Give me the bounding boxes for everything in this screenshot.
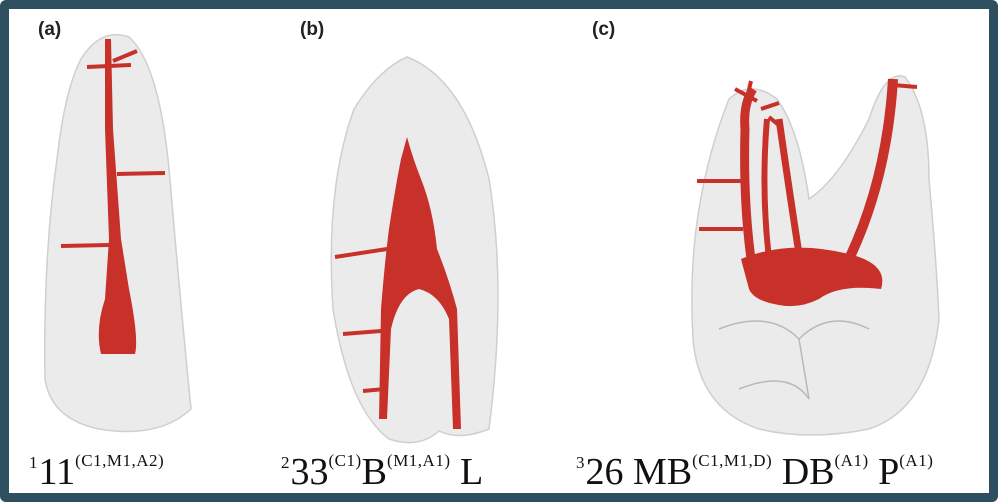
tooth-b <box>331 57 498 443</box>
caption-c: 326 MB(C1,M1,D) DB(A1) P(A1) <box>576 449 933 502</box>
caption-c-root-2: P <box>869 451 900 493</box>
caption-c-tooth: 26 MB <box>586 451 693 493</box>
caption-b-sup-2: (M1,A1) <box>387 451 450 470</box>
caption-c-sup-1: (C1,M1,D) <box>692 451 772 470</box>
caption-b-root-1: B <box>362 451 387 493</box>
tooth-illustrations <box>9 9 998 502</box>
tooth-a-lateral-canal-3 <box>61 245 109 246</box>
caption-a-tooth: 11 <box>39 451 76 493</box>
panel-label-c: (c) <box>592 19 615 41</box>
caption-b-root-2: L <box>451 451 484 493</box>
caption-c-sup-3: (A1) <box>899 451 933 470</box>
caption-c-root-1: DB <box>772 451 834 493</box>
caption-a-classification: (C1,M1,A2) <box>75 451 164 470</box>
panel-label-b: (b) <box>300 19 324 41</box>
caption-c-sup-2: (A1) <box>835 451 869 470</box>
panel-label-a: (a) <box>38 19 61 41</box>
caption-b-sup-1: (C1) <box>329 451 362 470</box>
tooth-a-lateral-canal-2 <box>117 173 165 174</box>
tooth-a <box>45 35 191 432</box>
caption-b-index: 2 <box>281 453 290 472</box>
caption-b: 233(C1)B(M1,A1) L <box>281 449 483 502</box>
caption-c-index: 3 <box>576 453 585 472</box>
caption-a: 111(C1,M1,A2) <box>29 449 164 502</box>
caption-a-index: 1 <box>29 453 38 472</box>
tooth-c <box>692 76 939 435</box>
tooth-b-lateral-canal-3 <box>363 389 385 391</box>
caption-b-tooth: 33 <box>291 451 329 493</box>
